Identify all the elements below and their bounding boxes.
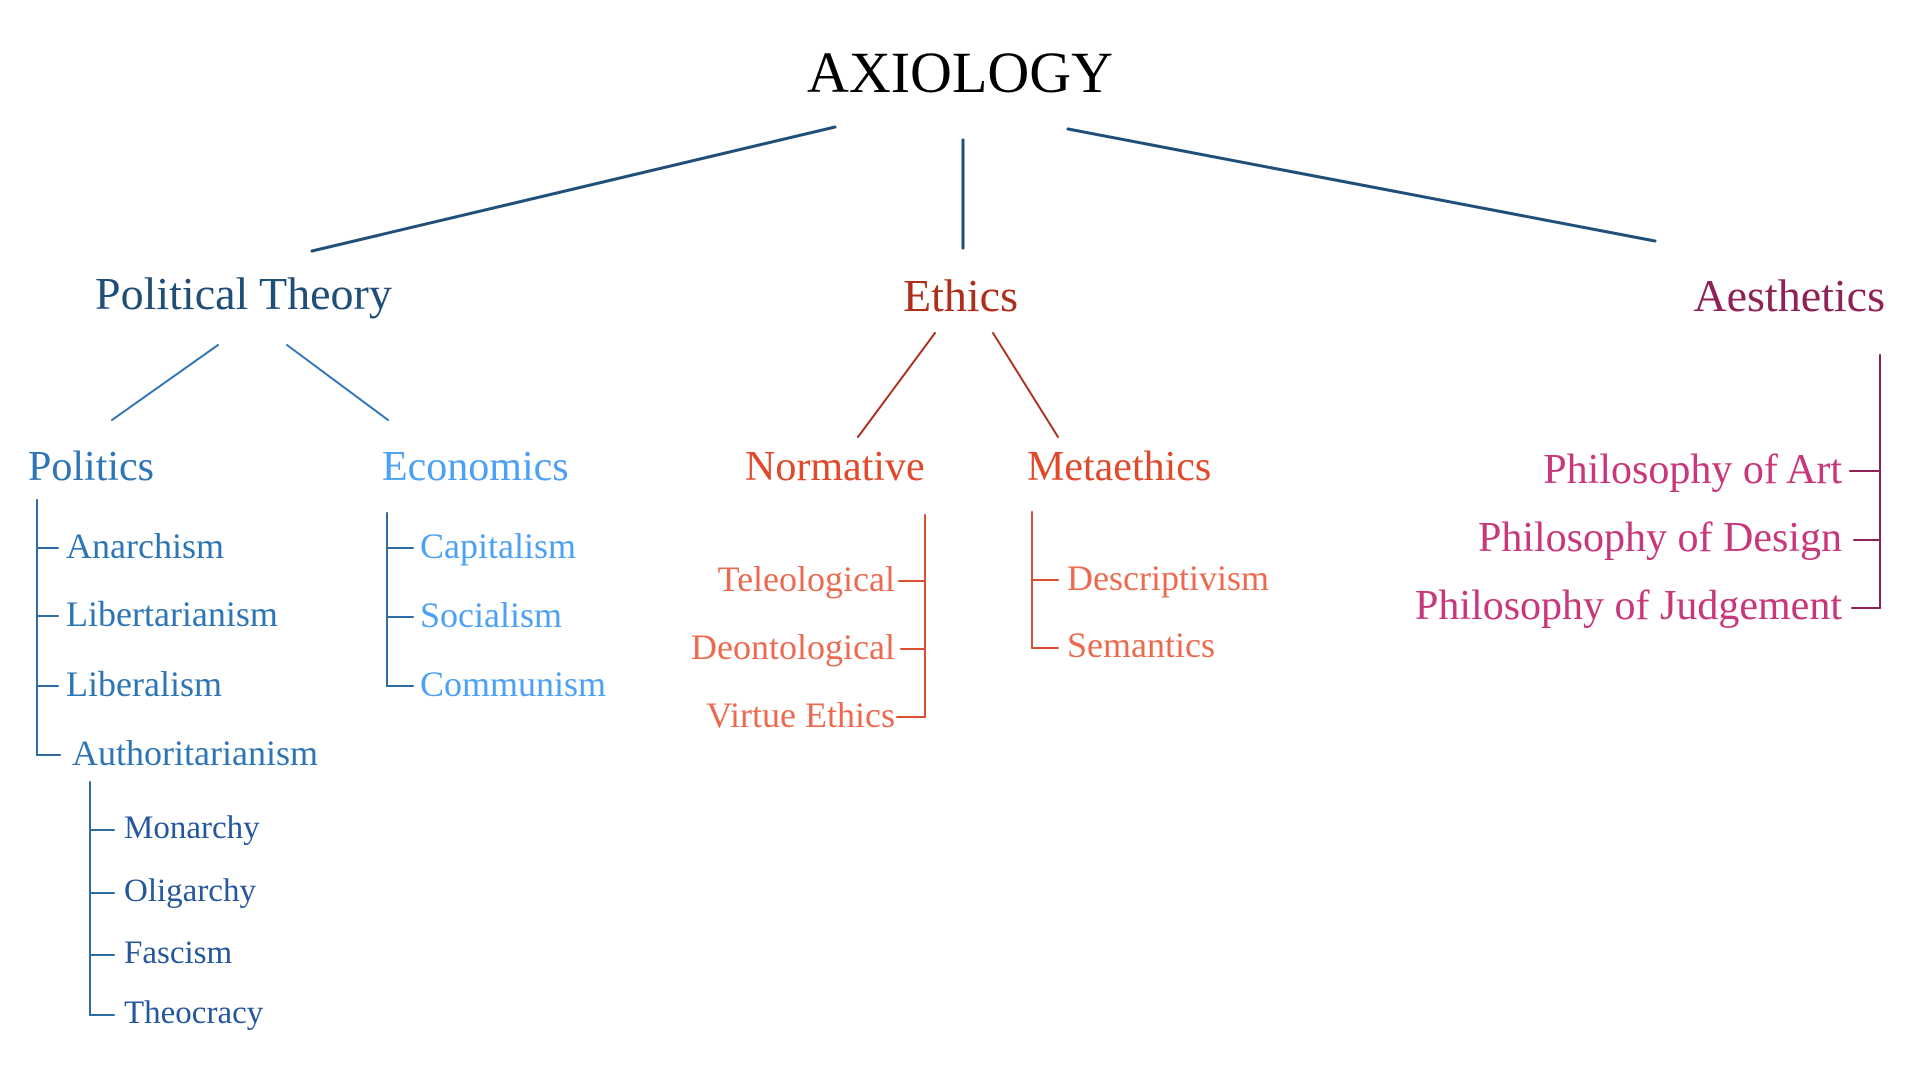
- node-deontological: Deontological: [691, 627, 895, 667]
- node-philosophy-of-design: Philosophy of Design: [1477, 515, 1842, 561]
- edge-political-theory-politics: [111, 344, 219, 421]
- node-metaethics: Metaethics: [1027, 444, 1212, 490]
- node-libertarianism: Libertarianism: [66, 594, 278, 634]
- node-authoritarianism: Authoritarianism: [72, 733, 318, 773]
- node-virtue-ethics: Virtue Ethics: [706, 695, 895, 735]
- edge-ethics-metaethics: [992, 332, 1059, 438]
- edge-axiology-aesthetics: [1066, 127, 1657, 243]
- node-aesthetics: Aesthetics: [1693, 270, 1885, 321]
- node-axiology: AXIOLOGY: [806, 40, 1114, 105]
- edge-political-theory-economics: [286, 344, 389, 421]
- node-normative: Normative: [745, 444, 925, 490]
- edge-ethics-normative: [857, 332, 936, 438]
- node-teleological: Teleological: [717, 559, 895, 599]
- node-semantics: Semantics: [1067, 625, 1215, 665]
- node-political-theory: Political Theory: [95, 268, 392, 319]
- node-politics: Politics: [28, 444, 155, 490]
- edge-axiology-political-theory: [310, 125, 837, 253]
- node-fascism: Fascism: [124, 935, 233, 971]
- node-oligarchy: Oligarchy: [124, 873, 256, 909]
- node-socialism: Socialism: [420, 595, 562, 635]
- node-theocracy: Theocracy: [124, 995, 264, 1031]
- node-philosophy-of-judgement: Philosophy of Judgement: [1415, 583, 1842, 629]
- node-capitalism: Capitalism: [420, 526, 576, 566]
- node-liberalism: Liberalism: [66, 664, 222, 704]
- node-ethics: Ethics: [903, 270, 1018, 321]
- node-descriptivism: Descriptivism: [1067, 558, 1269, 598]
- node-communism: Communism: [420, 664, 607, 704]
- node-anarchism: Anarchism: [66, 526, 224, 566]
- node-monarchy: Monarchy: [124, 810, 260, 846]
- node-philosophy-of-art: Philosophy of Art: [1543, 447, 1842, 493]
- node-economics: Economics: [382, 444, 569, 490]
